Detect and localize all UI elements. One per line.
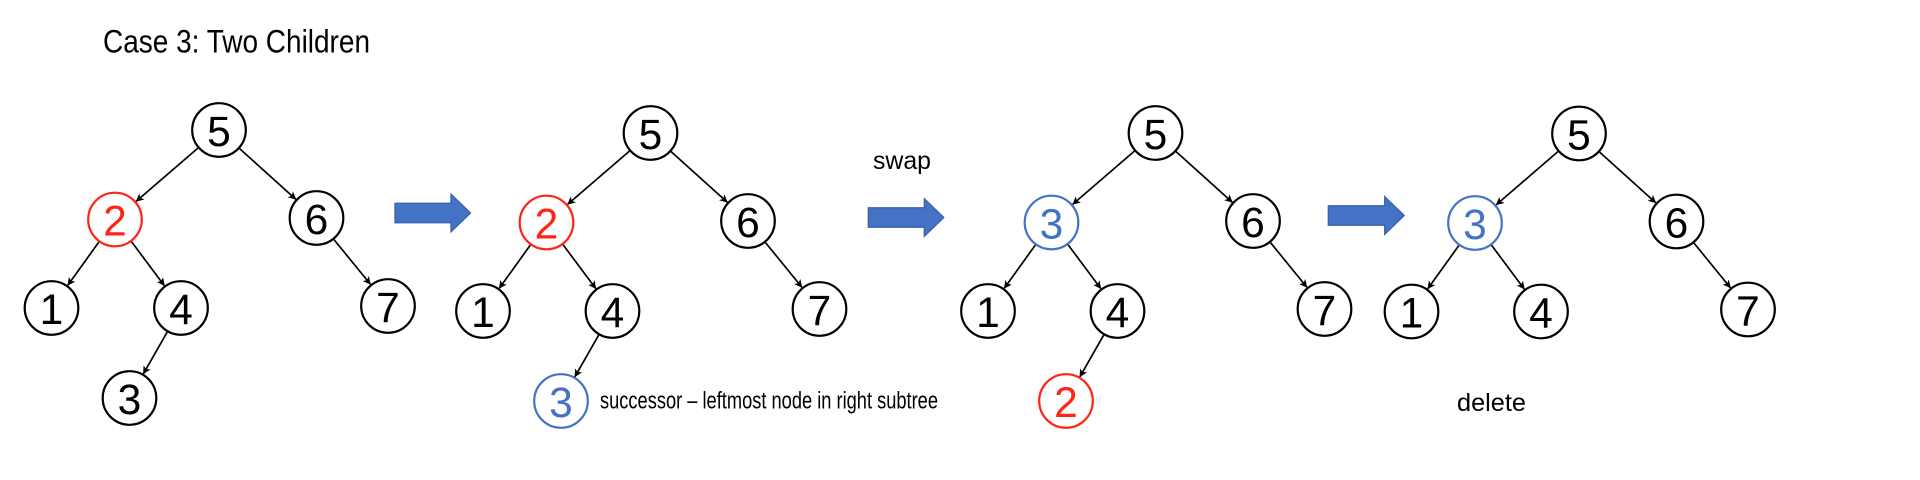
svg-text:7: 7: [1736, 288, 1760, 335]
svg-text:2: 2: [1054, 380, 1078, 427]
svg-text:3: 3: [1040, 201, 1064, 248]
svg-text:6: 6: [1665, 200, 1689, 247]
svg-text:1: 1: [40, 287, 64, 334]
svg-text:1: 1: [1400, 290, 1424, 337]
svg-text:6: 6: [1241, 200, 1265, 247]
svg-text:7: 7: [376, 285, 400, 332]
svg-text:successor – leftmost node in r: successor – leftmost node in right subtr…: [600, 388, 938, 415]
svg-text:Case 3: Two Children: Case 3: Two Children: [103, 24, 370, 60]
svg-text:swap: swap: [873, 147, 931, 175]
svg-text:3: 3: [118, 377, 142, 424]
svg-text:5: 5: [207, 109, 231, 156]
svg-text:3: 3: [1463, 202, 1487, 249]
svg-text:4: 4: [1106, 290, 1130, 337]
svg-text:delete: delete: [1457, 389, 1526, 417]
svg-text:7: 7: [1313, 288, 1337, 335]
svg-text:5: 5: [639, 112, 663, 159]
svg-text:5: 5: [1144, 112, 1168, 159]
svg-text:7: 7: [808, 288, 832, 335]
svg-text:5: 5: [1567, 112, 1591, 159]
svg-text:1: 1: [976, 290, 1000, 337]
svg-text:2: 2: [103, 198, 127, 245]
svg-text:1: 1: [471, 290, 495, 337]
svg-text:4: 4: [1529, 290, 1553, 337]
svg-text:6: 6: [736, 200, 760, 247]
svg-text:4: 4: [601, 290, 625, 337]
svg-text:3: 3: [549, 380, 573, 427]
svg-text:6: 6: [305, 197, 329, 244]
svg-text:4: 4: [169, 287, 193, 334]
svg-text:2: 2: [535, 201, 559, 248]
